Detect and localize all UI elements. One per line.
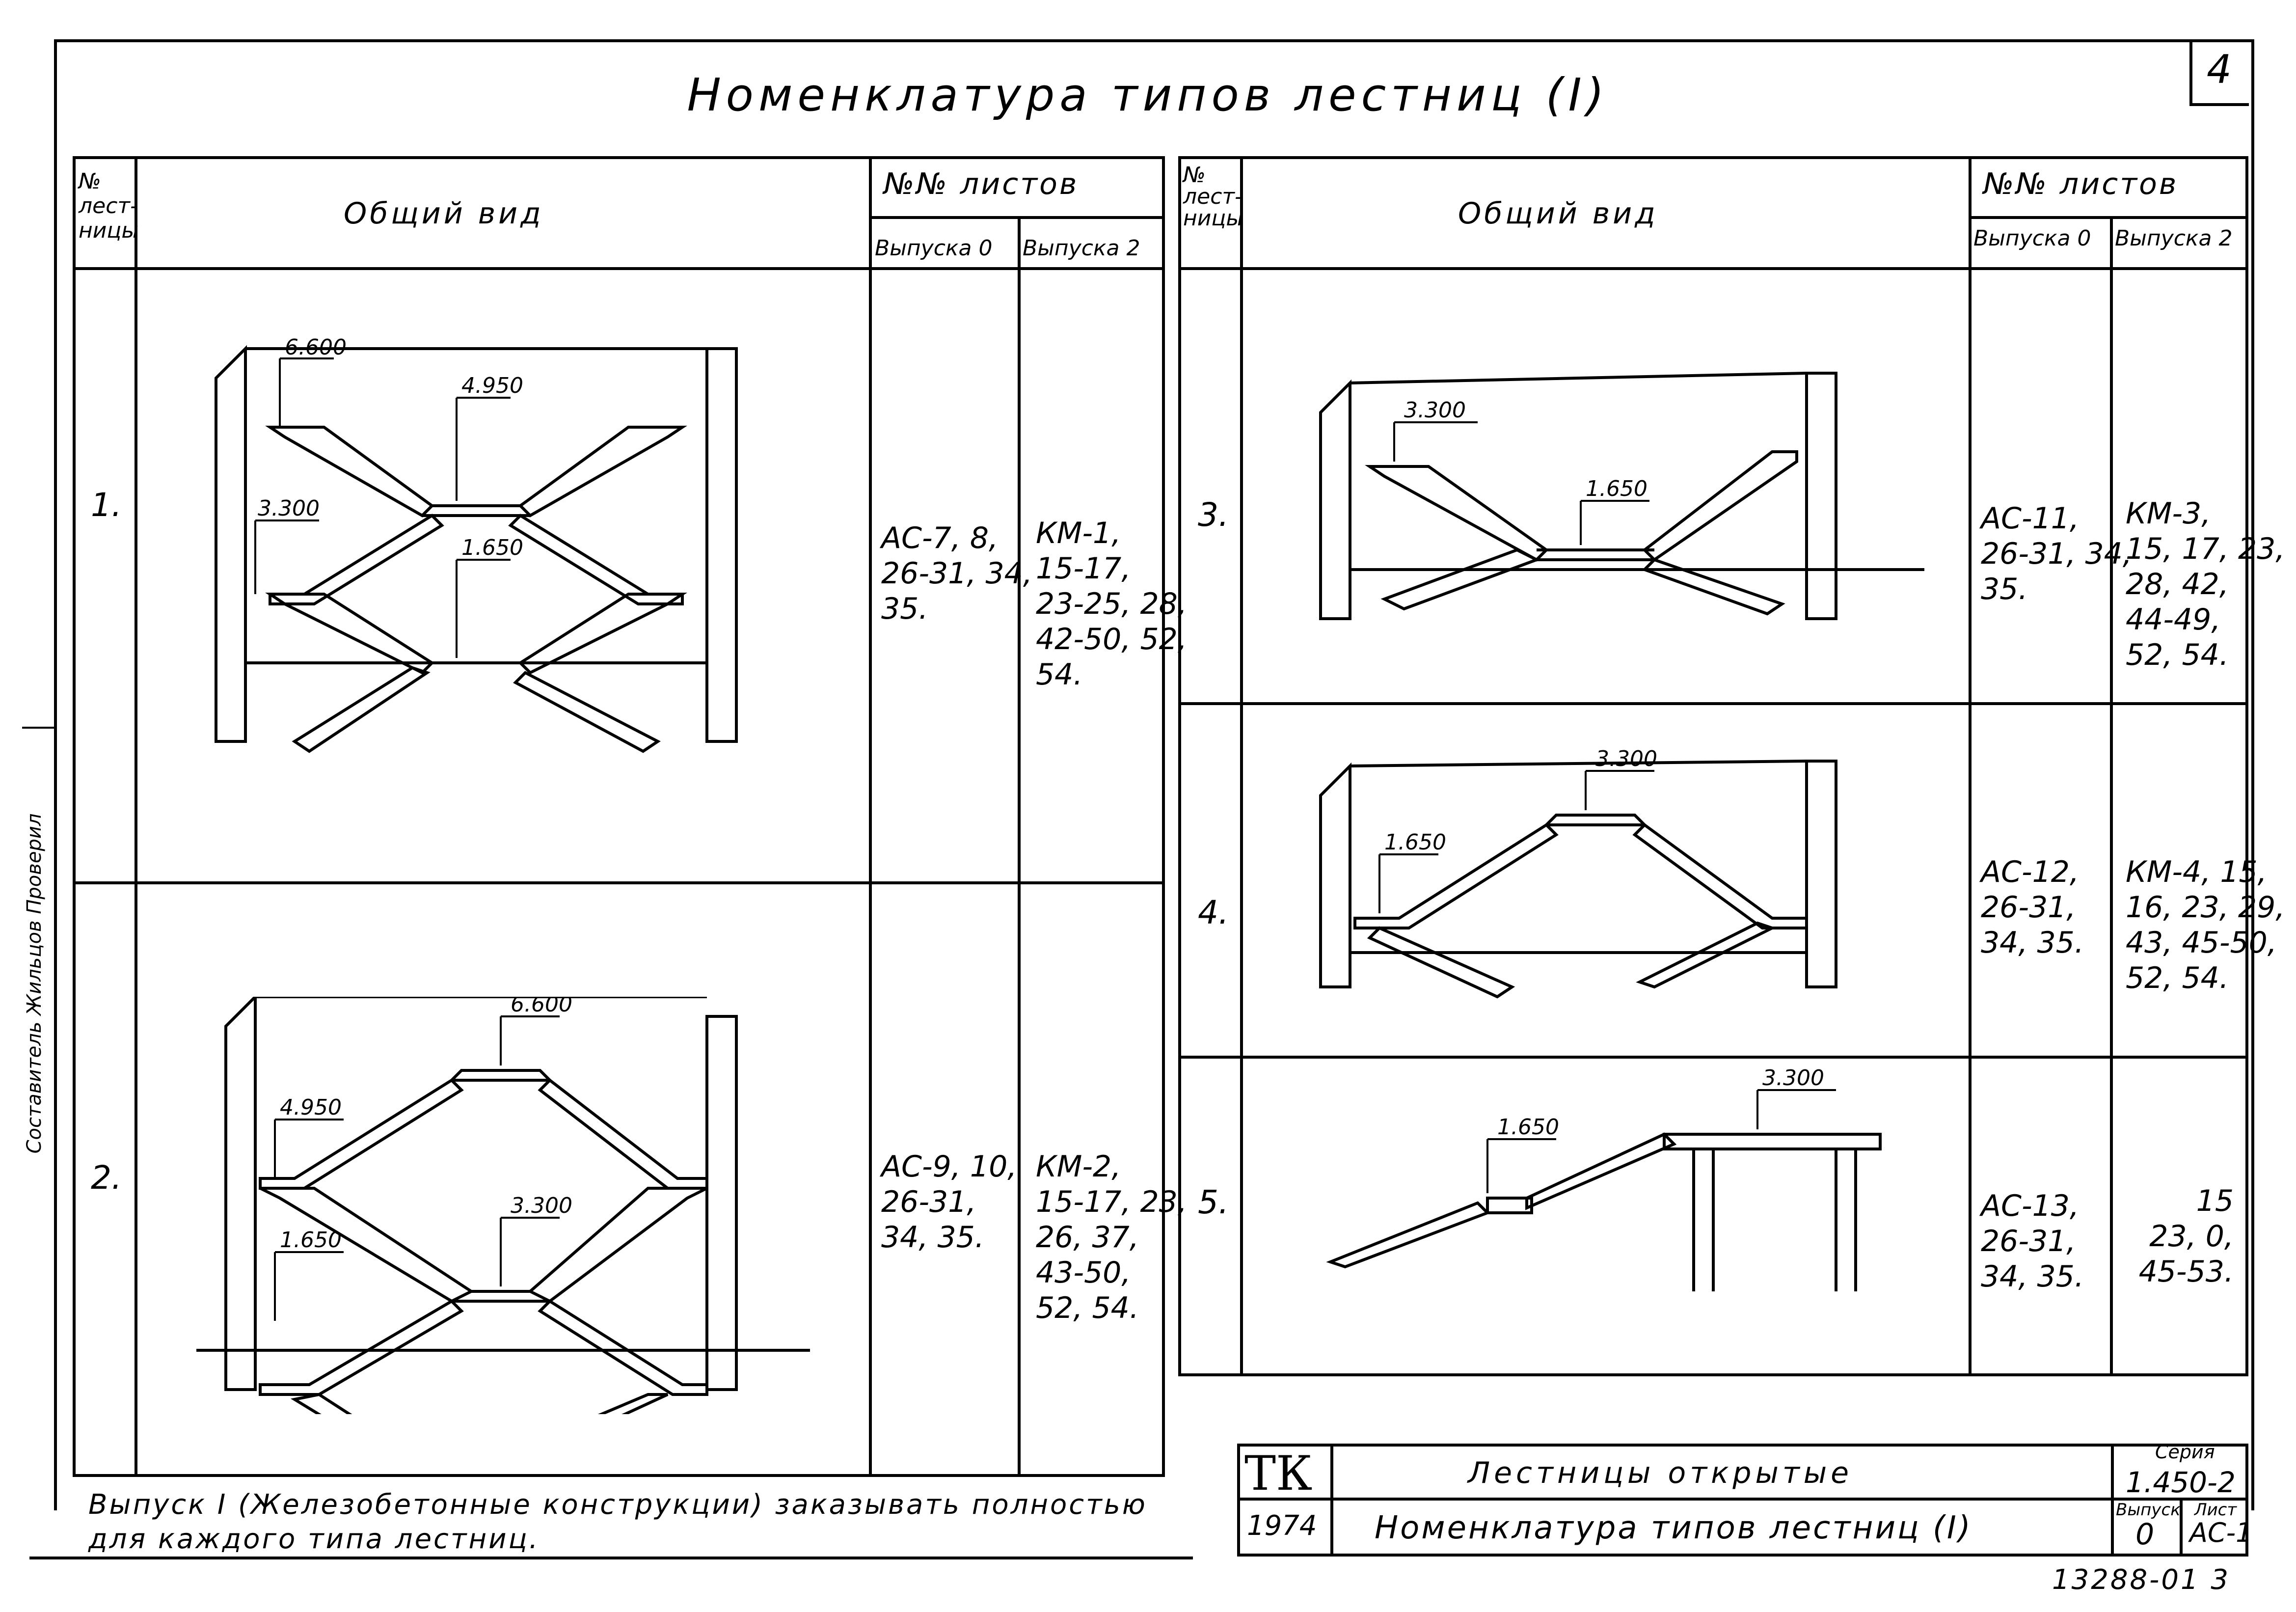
tb-line <box>1330 1444 1333 1557</box>
right-header-issue0: Выпуска 0 <box>1973 226 2091 251</box>
sheet-number: 4 <box>2207 47 2232 92</box>
staircase-1-mark-2: 4.950 <box>461 373 523 398</box>
staircase-2-mark-2: 4.950 <box>280 1095 342 1120</box>
right-row-3-issue2: КМ-3, 15, 17, 23, 28, 42, 44-49, 52, 54. <box>2126 496 2285 672</box>
staircase-1-mark-1: 6.600 <box>285 335 347 360</box>
staircase-2-mark-4: 1.650 <box>280 1228 342 1253</box>
page-title: Номенклатура типов лестниц (I) <box>687 69 1609 121</box>
right-row-5-num: 5. <box>1198 1183 1229 1221</box>
right-header-issue2: Выпуска 2 <box>2115 226 2233 251</box>
right-col-line <box>1969 156 1972 1376</box>
left-row-1-issue2: КМ-1, 15-17, 23-25, 28, 42-50, 52, 54. <box>1036 516 1187 692</box>
staircase-3-mark-1: 3.300 <box>1404 398 1466 423</box>
side-note-box <box>22 727 56 1242</box>
staircase-2-mark-1: 6.600 <box>511 997 572 1017</box>
staircase-1-mark-3: 3.300 <box>258 496 320 521</box>
right-row-4-issue0: АС-12, 26-31, 34, 35. <box>1981 855 2084 960</box>
tb-line <box>1237 1498 2248 1501</box>
tb-sheet-value: АС-1 <box>2189 1517 2253 1548</box>
drawing-number: 13288-01 3 <box>2052 1564 2231 1596</box>
right-row-line <box>1178 267 2248 270</box>
left-col-line <box>869 156 872 1477</box>
left-row-1-num: 1. <box>91 486 122 524</box>
staircase-5-mark-2: 1.650 <box>1497 1115 1559 1140</box>
staircase-4-drawing: 3.300 1.650 <box>1319 746 1837 999</box>
left-row-2-num: 2. <box>91 1159 122 1197</box>
staircase-3-drawing: 3.300 1.650 <box>1319 372 1924 620</box>
left-row-1-issue0: АС-7, 8, 26-31, 34, 35. <box>881 521 1032 626</box>
left-header-issue2: Выпуска 2 <box>1023 236 1140 261</box>
tb-year: 1974 <box>1247 1510 1317 1542</box>
tb-line <box>2180 1498 2183 1557</box>
tb-org: ТК <box>1244 1446 1313 1501</box>
staircase-2-mark-3: 3.300 <box>511 1193 572 1218</box>
left-row-2-issue2: КМ-2, 15-17, 23, 26, 37, 43-50, 52, 54. <box>1036 1149 1187 1325</box>
left-row-line <box>869 216 1165 219</box>
tb-name: Лестницы открытые <box>1468 1456 1853 1490</box>
tb-line <box>2111 1444 2114 1557</box>
staircase-1-drawing: 6.600 4.950 3.300 1.650 <box>215 335 738 753</box>
left-col-line <box>1018 216 1021 1477</box>
left-header-view: Общий вид <box>344 196 544 231</box>
right-row-4-num: 4. <box>1198 894 1229 931</box>
right-row-4-issue2: КМ-4, 15, 16, 23, 29, 43, 45-50, 52, 54. <box>2126 855 2285 995</box>
left-col-line <box>135 156 137 1477</box>
right-row-3-num: 3. <box>1198 496 1229 534</box>
left-header-sheets: №№ листов <box>884 167 1079 201</box>
tb-issue-label: Выпуск <box>2116 1500 2181 1520</box>
right-row-5-issue0: АС-13, 26-31, 34, 35. <box>1981 1189 2084 1294</box>
staircase-2-drawing: 6.600 4.950 3.300 1.650 <box>196 997 810 1414</box>
tb-series-label: Серия <box>2155 1441 2215 1463</box>
side-note: Составитель Жильцов Проверил <box>23 813 46 1154</box>
right-row-line <box>1178 702 2248 705</box>
right-header-num: № лест-ницы <box>1183 163 1243 231</box>
tb-sheet-label: Лист <box>2194 1500 2237 1520</box>
tb-issue-value: 0 <box>2135 1517 2155 1552</box>
tb-subtitle: Номенклатура типов лестниц (I) <box>1375 1510 1972 1546</box>
right-col-line <box>1240 156 1243 1376</box>
right-row-line <box>1178 1056 2248 1059</box>
left-row-line <box>73 267 1165 270</box>
right-col-line <box>2110 216 2113 1376</box>
right-table-border <box>1178 156 2248 1376</box>
staircase-1-mark-4: 1.650 <box>461 535 523 560</box>
right-header-view: Общий вид <box>1458 196 1658 231</box>
right-row-5-issue2: 15 23, 0, 45-53. <box>2138 1184 2234 1289</box>
staircase-5-drawing: 3.300 1.650 <box>1326 1066 1882 1291</box>
left-table-border <box>73 156 1165 1477</box>
tb-series-value: 1.450-2 <box>2126 1466 2236 1499</box>
right-header-sheets: №№ листов <box>1983 167 2179 201</box>
right-row-3-issue0: АС-11, 26-31, 34, 35. <box>1981 501 2132 606</box>
staircase-5-mark-1: 3.300 <box>1762 1066 1824 1091</box>
staircase-4-mark-2: 1.650 <box>1384 830 1446 855</box>
left-header-num: № лест-ницы <box>79 169 139 243</box>
left-header-issue0: Выпуска 0 <box>875 236 993 261</box>
left-row-line <box>73 881 1165 884</box>
staircase-4-mark-1: 3.300 <box>1595 746 1657 771</box>
right-row-line <box>1969 216 2248 219</box>
staircase-3-mark-2: 1.650 <box>1586 476 1648 501</box>
left-row-2-issue0: АС-9, 10, 26-31, 34, 35. <box>881 1149 1017 1255</box>
footnote: Выпуск I (Железобетонные конструкции) за… <box>88 1489 1147 1555</box>
frame-bottom-line <box>29 1557 1193 1559</box>
sheet-number-box <box>2189 42 2249 106</box>
